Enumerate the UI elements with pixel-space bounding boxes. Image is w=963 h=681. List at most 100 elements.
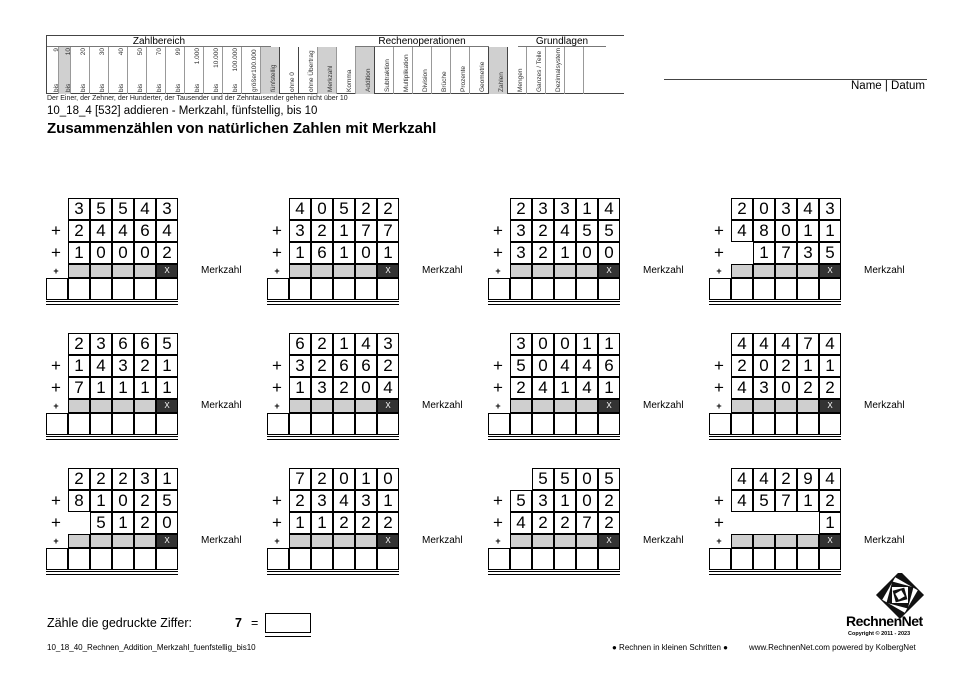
carry-cell[interactable] [333,264,355,278]
result-cell[interactable] [797,278,819,300]
carry-cell[interactable] [510,534,532,548]
result-cell[interactable] [156,278,178,300]
carry-cell[interactable] [510,399,532,413]
carry-cell[interactable] [134,264,156,278]
carry-cell[interactable] [532,534,554,548]
carry-cell[interactable] [90,534,112,548]
result-cell[interactable] [68,278,90,300]
result-cell[interactable] [68,548,90,570]
result-cell[interactable] [753,278,775,300]
carry-cell[interactable] [753,399,775,413]
result-cell[interactable] [156,413,178,435]
result-cell[interactable] [598,413,620,435]
carry-cell[interactable] [134,399,156,413]
result-cell[interactable] [731,413,753,435]
result-cell[interactable] [267,548,289,570]
result-cell[interactable] [775,413,797,435]
carry-cell[interactable] [731,264,753,278]
carry-cell[interactable] [510,264,532,278]
result-cell[interactable] [753,548,775,570]
result-cell[interactable] [488,548,510,570]
result-cell[interactable] [709,413,731,435]
result-cell[interactable] [554,548,576,570]
carry-cell[interactable] [532,399,554,413]
result-cell[interactable] [819,413,841,435]
result-cell[interactable] [112,413,134,435]
result-cell[interactable] [488,413,510,435]
result-cell[interactable] [377,548,399,570]
carry-cell[interactable] [68,399,90,413]
result-cell[interactable] [68,413,90,435]
result-cell[interactable] [333,548,355,570]
result-cell[interactable] [753,413,775,435]
result-cell[interactable] [90,548,112,570]
carry-cell[interactable] [289,399,311,413]
carry-cell[interactable] [775,534,797,548]
result-cell[interactable] [289,548,311,570]
carry-cell[interactable] [68,534,90,548]
result-cell[interactable] [797,548,819,570]
carry-cell[interactable] [333,399,355,413]
result-cell[interactable] [134,548,156,570]
result-cell[interactable] [355,548,377,570]
result-cell[interactable] [90,278,112,300]
result-cell[interactable] [46,413,68,435]
carry-cell[interactable] [576,399,598,413]
carry-cell[interactable] [554,264,576,278]
result-cell[interactable] [532,548,554,570]
carry-cell[interactable] [797,399,819,413]
result-cell[interactable] [46,548,68,570]
carry-cell[interactable] [775,399,797,413]
carry-cell[interactable] [68,264,90,278]
carry-cell[interactable] [355,534,377,548]
result-cell[interactable] [510,548,532,570]
carry-cell[interactable] [355,264,377,278]
result-cell[interactable] [156,548,178,570]
result-cell[interactable] [532,278,554,300]
result-cell[interactable] [510,278,532,300]
result-cell[interactable] [90,413,112,435]
carry-cell[interactable] [112,399,134,413]
result-cell[interactable] [576,548,598,570]
carry-cell[interactable] [797,534,819,548]
carry-cell[interactable] [90,399,112,413]
result-cell[interactable] [333,278,355,300]
result-cell[interactable] [377,278,399,300]
result-cell[interactable] [134,413,156,435]
result-cell[interactable] [731,548,753,570]
result-cell[interactable] [819,278,841,300]
carry-cell[interactable] [753,264,775,278]
result-cell[interactable] [532,413,554,435]
result-cell[interactable] [488,278,510,300]
result-cell[interactable] [576,278,598,300]
result-cell[interactable] [554,278,576,300]
result-cell[interactable] [267,278,289,300]
carry-cell[interactable] [576,534,598,548]
carry-cell[interactable] [731,534,753,548]
result-cell[interactable] [510,413,532,435]
result-cell[interactable] [267,413,289,435]
result-cell[interactable] [355,413,377,435]
carry-cell[interactable] [311,534,333,548]
result-cell[interactable] [112,548,134,570]
carry-cell[interactable] [311,264,333,278]
result-cell[interactable] [134,278,156,300]
result-cell[interactable] [355,278,377,300]
result-cell[interactable] [797,413,819,435]
carry-cell[interactable] [554,399,576,413]
carry-cell[interactable] [289,534,311,548]
carry-cell[interactable] [112,264,134,278]
carry-cell[interactable] [333,534,355,548]
carry-cell[interactable] [576,264,598,278]
carry-cell[interactable] [775,264,797,278]
carry-cell[interactable] [289,264,311,278]
carry-cell[interactable] [532,264,554,278]
result-cell[interactable] [112,278,134,300]
result-cell[interactable] [289,413,311,435]
result-cell[interactable] [819,548,841,570]
result-cell[interactable] [554,413,576,435]
result-cell[interactable] [311,278,333,300]
result-cell[interactable] [775,548,797,570]
result-cell[interactable] [709,278,731,300]
carry-cell[interactable] [355,399,377,413]
